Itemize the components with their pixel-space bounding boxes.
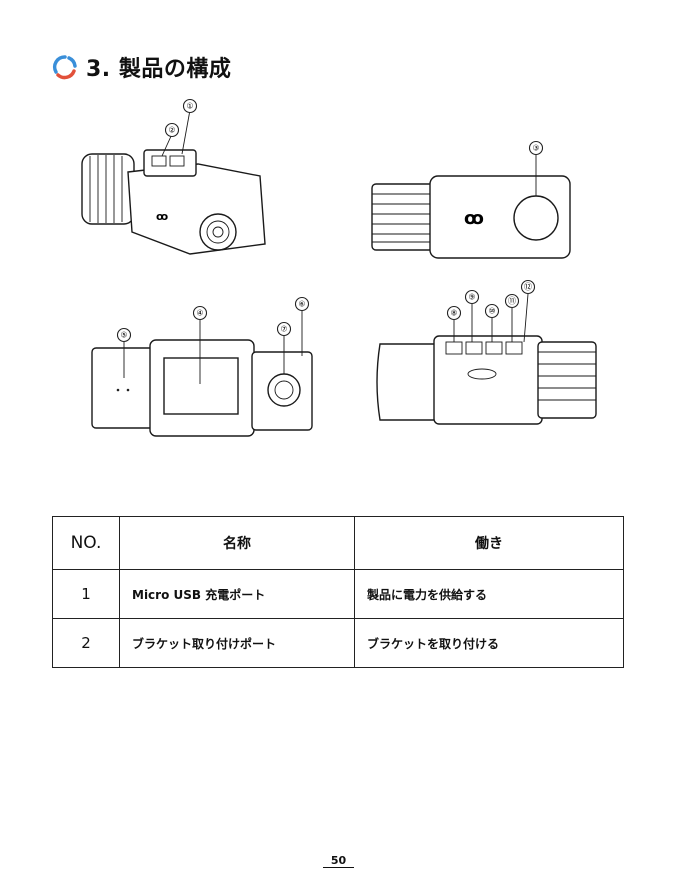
svg-text:⑧: ⑧ (450, 309, 457, 318)
device-front-view: ꝏ ① ② (70, 94, 280, 264)
row-function: ブラケットを取り付ける (355, 619, 624, 668)
table-row: 1 Micro USB 充電ポート 製品に電力を供給する (53, 570, 624, 619)
parts-table: NO. 名称 働き 1 Micro USB 充電ポート 製品に電力を供給する 2… (52, 516, 624, 668)
callout-4: ④ (194, 307, 207, 320)
device-back-view: ꝏ ③ (364, 138, 574, 263)
svg-text:⑩: ⑩ (488, 307, 495, 316)
row-function: 製品に電力を供給する (355, 570, 624, 619)
svg-text:⑦: ⑦ (280, 325, 287, 334)
svg-text:④: ④ (196, 309, 203, 318)
section-heading: 3. 製品の構成 (52, 50, 231, 84)
row-no: 1 (53, 570, 120, 619)
row-name: ブラケット取り付けポート (120, 619, 355, 668)
row-no: 2 (53, 619, 120, 668)
ring-logo-icon (52, 54, 78, 80)
svg-text:ꝏ: ꝏ (156, 210, 168, 223)
header-function: 働き (355, 517, 624, 570)
callout-1: ① (184, 100, 197, 113)
callout-2: ② (166, 124, 179, 137)
callout-6: ⑥ (296, 298, 309, 311)
page-number: 50 (0, 854, 677, 867)
svg-text:⑤: ⑤ (120, 331, 127, 340)
svg-text:⑥: ⑥ (298, 300, 305, 309)
svg-text:⑪: ⑪ (508, 297, 516, 306)
header-no: NO. (53, 517, 120, 570)
callout-11: ⑪ (506, 295, 519, 308)
table-row: 2 ブラケット取り付けポート ブラケットを取り付ける (53, 619, 624, 668)
svg-text:⑫: ⑫ (524, 283, 532, 292)
device-buttons-view: ⑧ ⑨ ⑩ ⑪ ⑫ (372, 278, 602, 438)
callout-7: ⑦ (278, 323, 291, 336)
svg-text:②: ② (168, 126, 175, 135)
svg-text:③: ③ (532, 144, 539, 153)
callout-12: ⑫ (522, 281, 535, 294)
svg-text:ꝏ: ꝏ (464, 208, 484, 229)
callout-10: ⑩ (486, 305, 499, 318)
table-header-row: NO. 名称 働き (53, 517, 624, 570)
page-number-label: 50 (323, 854, 354, 868)
callout-8: ⑧ (448, 307, 461, 320)
callout-9: ⑨ (466, 291, 479, 304)
svg-text:⑨: ⑨ (468, 293, 475, 302)
row-name: Micro USB 充電ポート (120, 570, 355, 619)
device-back-illustration: ꝏ (372, 154, 570, 258)
page-title: 3. 製品の構成 (86, 51, 231, 83)
device-screen-view: ④ ⑤ ⑥ ⑦ (88, 296, 318, 441)
callout-3: ③ (530, 142, 543, 155)
svg-text:①: ① (186, 102, 193, 111)
header-name: 名称 (120, 517, 355, 570)
callout-5: ⑤ (118, 329, 131, 342)
